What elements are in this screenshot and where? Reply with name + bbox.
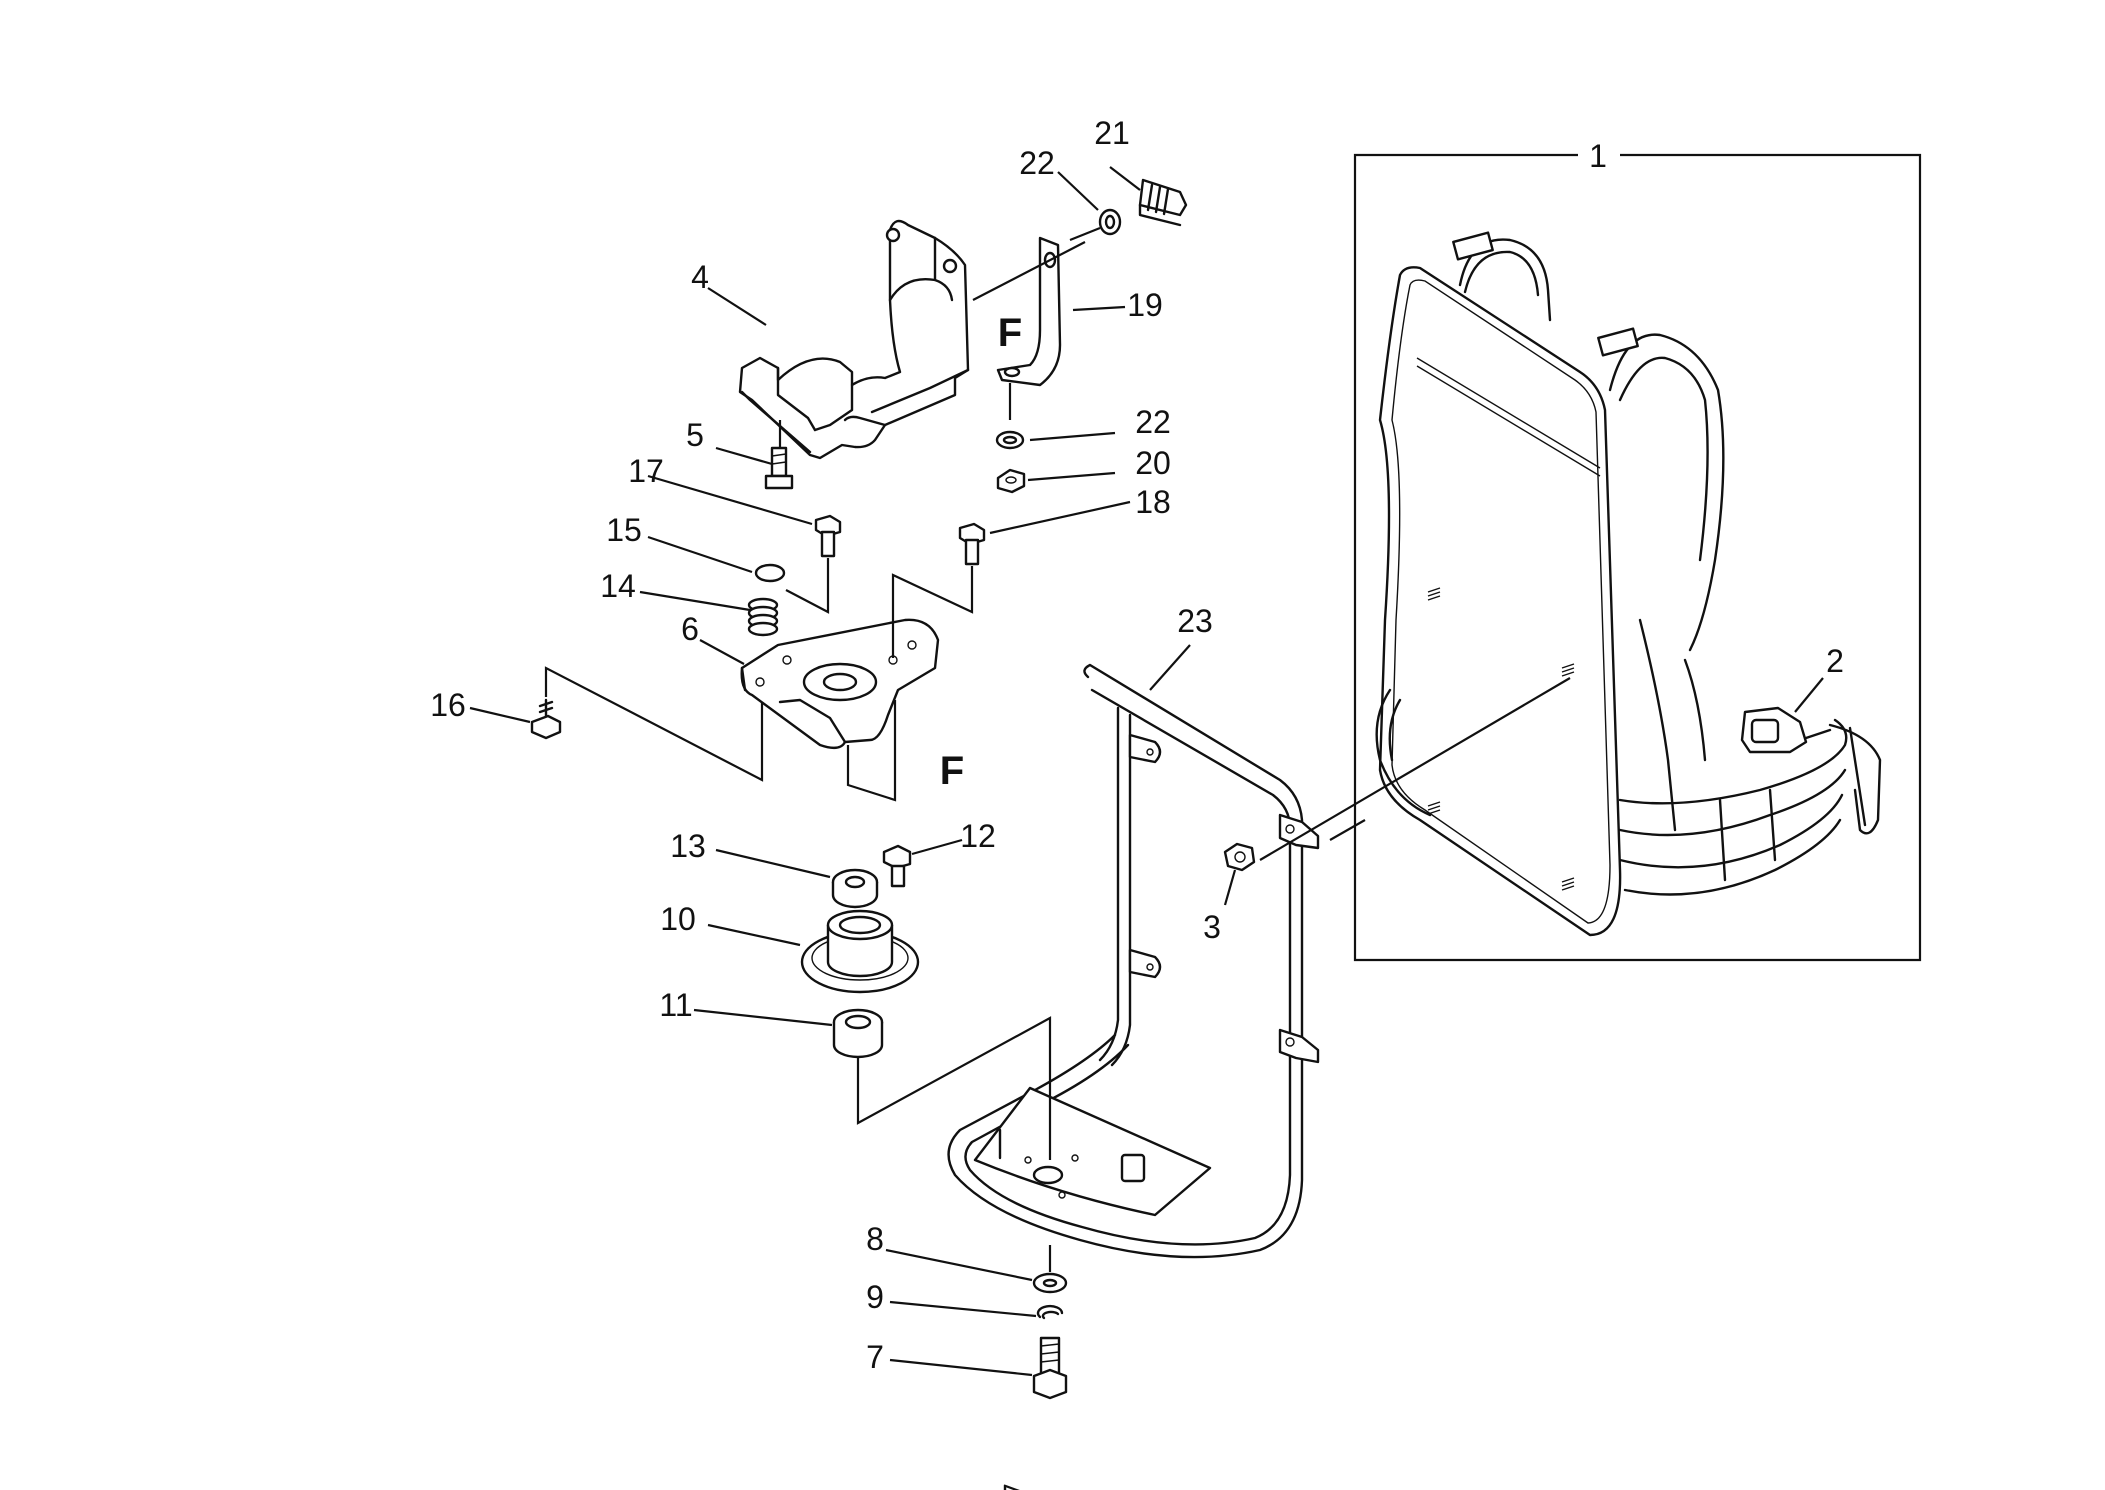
washer-8: [1032, 1272, 1068, 1294]
label-part-2: 2: [1826, 643, 1844, 679]
label-part-14: 14: [600, 568, 636, 604]
washer-22-top: [1098, 208, 1122, 236]
part-1-box: [1353, 153, 1922, 962]
label-part-3: 3: [1203, 909, 1221, 945]
bolt-18: [958, 522, 986, 566]
label-part-21: 21: [1094, 115, 1130, 151]
label-part-19: 19: [1127, 287, 1163, 323]
label-part-8: 8: [866, 1221, 884, 1257]
label-part-23: 23: [1177, 603, 1213, 639]
buckle: [1740, 706, 1832, 754]
bolt-17: [814, 514, 842, 558]
label-part-10: 10: [660, 901, 696, 937]
label-part-15: 15: [606, 512, 642, 548]
bolt-5: [764, 446, 794, 490]
label-part-12: 12: [960, 818, 996, 854]
label-part-11: 11: [659, 987, 692, 1023]
spring-14: [747, 597, 779, 637]
label-part-16: 16: [430, 687, 466, 723]
mount-plate: [740, 618, 940, 750]
label-part-17: 17: [628, 453, 664, 489]
damper-10: [800, 909, 920, 994]
backpack-harness: [1375, 231, 1882, 937]
mount-cradle: [738, 219, 970, 460]
label-part-6: 6: [681, 611, 699, 647]
label-part-22-top: 22: [1019, 145, 1055, 181]
label-part-13: 13: [670, 828, 706, 864]
screw-21: [1138, 178, 1188, 227]
lock-washer-9: [1036, 1304, 1064, 1320]
carrier-frame: [947, 663, 1320, 1490]
label-part-1: 1: [1589, 138, 1607, 174]
bush-13: [831, 868, 879, 909]
bolt-12: [882, 844, 912, 888]
washer-22-bottom: [995, 430, 1025, 450]
label-part-7: 7: [866, 1339, 884, 1375]
label-part-18: 18: [1135, 484, 1171, 520]
cup-11: [832, 1008, 884, 1059]
label-part-5: 5: [686, 417, 704, 453]
label-connection-f-bottom: F: [940, 749, 964, 793]
label-part-4: 4: [691, 259, 709, 295]
label-connection-f-top: F: [998, 311, 1022, 355]
nut-20: [996, 468, 1026, 494]
label-part-20: 20: [1135, 445, 1171, 481]
screw-16: [530, 698, 562, 740]
leader-lines: [469, 166, 1824, 1377]
nut-3: [1223, 842, 1256, 872]
bolt-7: [1032, 1336, 1068, 1400]
washer-15: [754, 563, 786, 583]
label-part-9: 9: [866, 1279, 884, 1315]
label-part-22-bottom: 22: [1135, 404, 1171, 440]
